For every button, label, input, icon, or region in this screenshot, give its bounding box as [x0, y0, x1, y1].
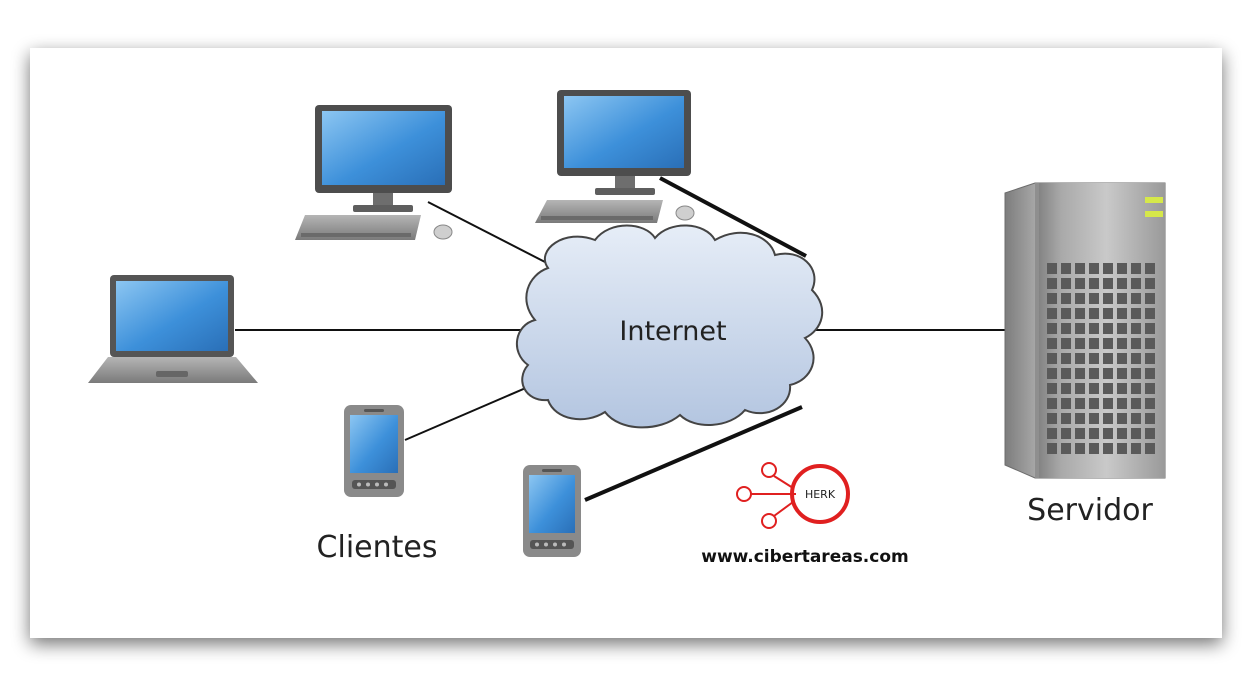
internet-cloud-icon: [515, 224, 824, 429]
link-desktop1: [427, 201, 546, 263]
smartphone-icon: [523, 465, 581, 557]
server-label: Servidor: [1027, 493, 1153, 528]
link-phone1: [404, 383, 536, 441]
desktop-computer-icon: [295, 105, 453, 240]
cloud-label: Internet: [619, 316, 726, 347]
watermark-url: www.cibertareas.com: [701, 547, 909, 567]
desktop-computer-icon: [535, 90, 695, 223]
connection-lines: [235, 176, 1010, 502]
link-desktop2: [659, 176, 807, 258]
cibertareas-logo: HERK: [736, 462, 850, 529]
server-grille: [1047, 263, 1155, 454]
laptop-icon: [88, 275, 258, 383]
smartphone-icon: [344, 405, 404, 497]
link-phone2: [584, 405, 803, 502]
logo-text: HERK: [805, 488, 836, 501]
clients-label: Clientes: [317, 530, 438, 565]
server-icon: [1004, 182, 1166, 479]
